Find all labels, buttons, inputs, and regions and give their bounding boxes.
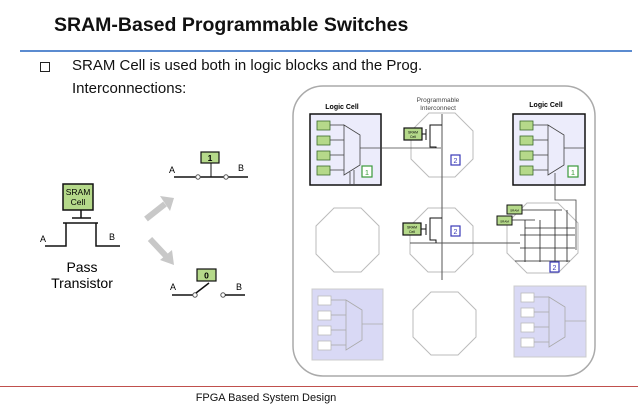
fpga-fabric: Logic Cell Logic Cell Programmable Inter… xyxy=(292,85,596,377)
interconnect-octagon xyxy=(412,291,477,356)
sram-value-box-0 xyxy=(196,268,217,282)
sram-value-1: 1 xyxy=(208,153,213,163)
badge-interconnect-text: 2 xyxy=(454,229,458,236)
caption-line-2: Transistor xyxy=(51,275,113,291)
badge-logic xyxy=(567,165,579,178)
badge-interconnect xyxy=(549,261,560,273)
badge-logic-text: 1 xyxy=(365,168,369,177)
off-label-b: B xyxy=(236,282,242,292)
label-b: B xyxy=(109,232,115,242)
sram-cell-small xyxy=(506,204,523,215)
switch-on: 1 A B xyxy=(169,151,248,180)
arrow-up-right-icon xyxy=(144,196,174,222)
caption-line-1: Pass xyxy=(66,259,97,275)
slide-footer: FPGA Based System Design xyxy=(195,392,337,404)
sram-cell-small xyxy=(496,215,513,226)
title-divider xyxy=(20,50,632,52)
interconnect-octagon xyxy=(315,207,380,273)
bullet-line-1: SRAM Cell is used both in logic blocks a… xyxy=(72,57,423,74)
bullet-text: SRAM Cell is used both in logic blocks a… xyxy=(72,54,422,100)
interconnect-label-2: Interconnect xyxy=(420,105,456,112)
sram-small-label: SRAM xyxy=(500,220,509,224)
logic-cell-right-label: Logic Cell xyxy=(529,102,563,109)
slide-title: SRAM-Based Programmable Switches xyxy=(54,14,409,36)
badge-interconnect xyxy=(450,154,461,166)
logic-cell-left-label: Logic Cell xyxy=(325,104,359,111)
interconnect-label-1: Programmable xyxy=(417,97,460,104)
source-line xyxy=(45,223,67,247)
badge-logic-text-2: 1 xyxy=(571,168,575,177)
sram-small-label: SRAM xyxy=(510,209,519,213)
badge-logic xyxy=(361,165,373,178)
pass-transistor: SRAM Cell A B Pass Transistor xyxy=(40,183,120,291)
badge-interconnect-text: 2 xyxy=(553,265,557,272)
drain-line xyxy=(95,223,120,247)
sram-small-label: SRAM xyxy=(407,226,417,230)
sram-small-label: Cell xyxy=(410,135,416,139)
badge-interconnect xyxy=(450,225,461,237)
on-label-a: A xyxy=(169,165,175,175)
switch-off: 0 A B xyxy=(170,268,245,298)
sram-small-label: Cell xyxy=(409,230,415,234)
off-label-a: A xyxy=(170,282,176,292)
on-label-b: B xyxy=(238,163,244,173)
sram-cell-label-1: SRAM xyxy=(66,187,91,197)
footer-divider xyxy=(0,386,638,387)
sram-value-0: 0 xyxy=(204,271,209,281)
checkbox-bullet-icon xyxy=(40,62,50,72)
sram-cell-box xyxy=(62,183,94,211)
label-a: A xyxy=(40,234,46,244)
sram-value-box-1 xyxy=(200,151,220,164)
sram-cell-label-2: Cell xyxy=(71,197,86,207)
bullet-line-2: Interconnections: xyxy=(72,80,187,97)
sram-small-label: SRAM xyxy=(408,131,418,135)
badge-interconnect-text: 2 xyxy=(454,158,458,165)
arrow-down-right-icon xyxy=(147,236,174,265)
